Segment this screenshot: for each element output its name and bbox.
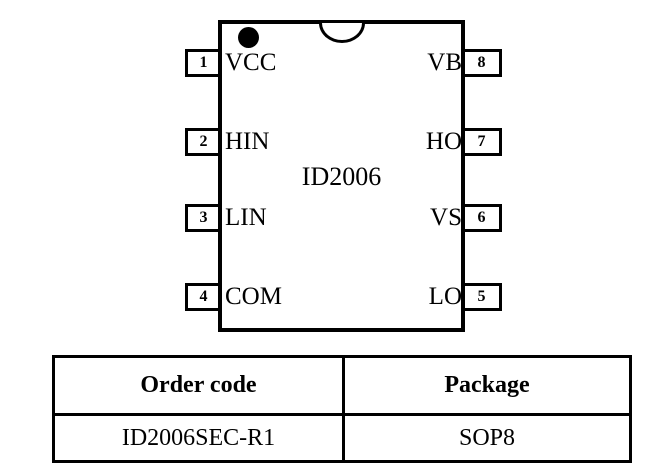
pin-box-5: 5 [461, 283, 502, 311]
table-row: ID2006SEC-R1 SOP8 [52, 413, 632, 463]
pin-number: 1 [199, 54, 208, 71]
pin-label-lo: LO [428, 283, 462, 310]
pin-label-ho: HO [425, 128, 462, 155]
pin-label-vb: VB [427, 49, 462, 76]
pin-box-8: 8 [461, 49, 502, 77]
pin-label-com: COM [225, 283, 282, 310]
pin1-indicator-dot-icon [238, 27, 259, 48]
pin-box-7: 7 [461, 128, 502, 156]
package-header: Package [342, 355, 632, 416]
pin-box-2: 2 [185, 128, 222, 156]
pin-box-1: 1 [185, 49, 222, 77]
orientation-notch-icon [319, 23, 365, 43]
pin-number: 6 [477, 209, 486, 226]
pin-number: 8 [477, 54, 486, 71]
pin-label-lin: LIN [225, 204, 267, 231]
pin-label-vs: VS [430, 204, 462, 231]
pin-box-3: 3 [185, 204, 222, 232]
pin-box-6: 6 [461, 204, 502, 232]
order-code-table: Order code Package ID2006SEC-R1 SOP8 [52, 355, 632, 463]
package-value: SOP8 [342, 413, 632, 463]
pin-number: 5 [477, 288, 486, 305]
pin-label-vcc: VCC [225, 49, 277, 76]
order-code-value: ID2006SEC-R1 [52, 413, 345, 463]
pin-number: 3 [199, 209, 208, 226]
pin-box-4: 4 [185, 283, 222, 311]
chip-part-number: ID2006 [301, 162, 382, 191]
pin-label-hin: HIN [225, 128, 270, 155]
pin-number: 4 [199, 288, 208, 305]
table-header-row: Order code Package [52, 355, 632, 416]
chip-body: VCC HIN LIN COM VB HO VS LO ID2006 [218, 20, 465, 332]
pin-number: 7 [477, 133, 486, 150]
order-code-header: Order code [52, 355, 345, 416]
pin-number: 2 [199, 133, 208, 150]
